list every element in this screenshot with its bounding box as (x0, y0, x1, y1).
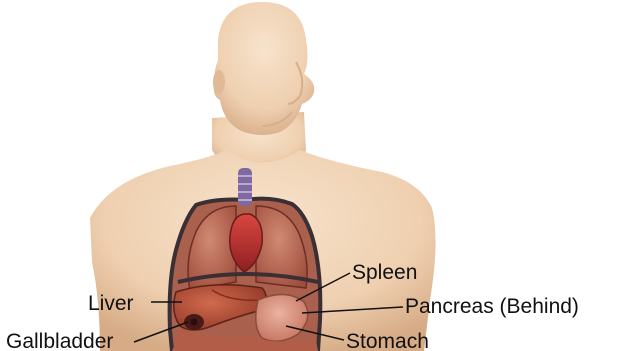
stomach-label: Stomach (346, 330, 429, 351)
spleen-label: Spleen (352, 261, 417, 284)
pancreas-label: Pancreas (Behind) (405, 295, 579, 318)
trachea (238, 168, 252, 206)
liver-label: Liver (88, 292, 134, 315)
gallbladder-label: Gallbladder (6, 330, 113, 351)
